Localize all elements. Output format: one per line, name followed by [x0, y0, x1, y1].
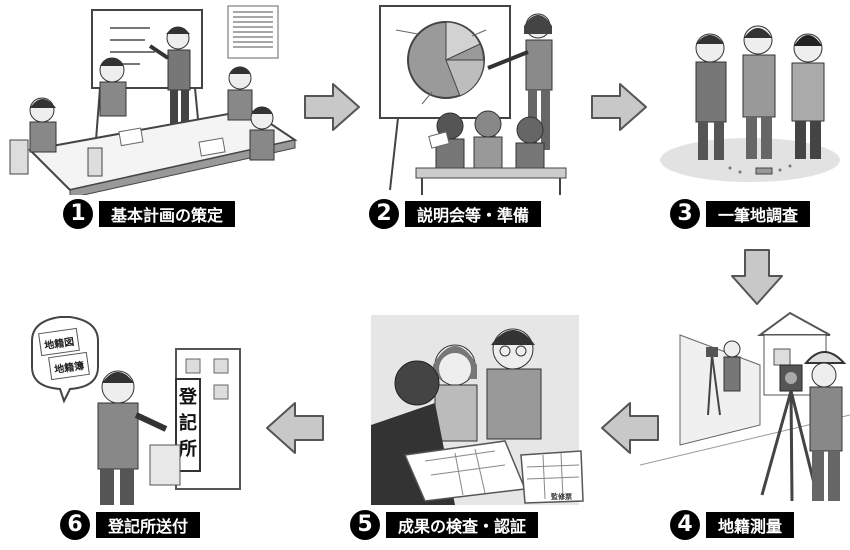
- step-4-number: 4: [670, 510, 700, 540]
- step-1-number: 1: [63, 199, 93, 229]
- step-4: 4 地籍測量: [640, 305, 850, 550]
- step-6-title: 登記所送付: [96, 512, 201, 538]
- bubble-doc-2: 地籍簿: [53, 359, 85, 376]
- step-3: 3 一筆地調査: [640, 0, 850, 240]
- sign-char-2: 記: [179, 412, 197, 434]
- step-6-label: 6 登記所送付: [60, 510, 201, 540]
- bubble-doc-1: 地籍図: [43, 335, 75, 352]
- step-3-illustration-land-inspection: [660, 25, 840, 182]
- sign-char-3: 所: [179, 439, 197, 460]
- left-arrow-icon: [266, 402, 324, 454]
- down-arrow-icon: [731, 249, 783, 305]
- step-2-number: 2: [369, 199, 399, 229]
- step-4-label: 4 地籍測量: [670, 510, 795, 540]
- step-5: 監修票 5 成果の検査・認証: [345, 305, 595, 550]
- step-2-label: 2 説明会等・準備: [369, 199, 542, 229]
- step-3-title: 一筆地調査: [706, 201, 811, 227]
- left-arrow-icon: [601, 402, 659, 454]
- step-4-title: 地籍測量: [706, 512, 795, 538]
- step-1-label: 1 基本計画の策定: [63, 199, 236, 229]
- sign-char-1: 登: [178, 386, 198, 408]
- right-arrow-icon: [304, 83, 360, 131]
- step-6: 登 記 所 地籍図 地籍簿 6 登記所送付: [0, 305, 250, 550]
- step-2-illustration-briefing: [379, 5, 567, 195]
- step-1-illustration-meeting: [9, 5, 298, 195]
- step-2: 2 説明会等・準備: [360, 0, 600, 240]
- step-5-illustration-inspection: 監修票: [371, 315, 584, 505]
- step-1-title: 基本計画の策定: [99, 201, 236, 227]
- step-6-illustration-registry-office: 登 記 所 地籍図 地籍簿: [31, 316, 241, 505]
- step-5-label: 5 成果の検査・認証: [350, 510, 539, 540]
- right-arrow-icon: [591, 83, 647, 131]
- step-1: 1 基本計画の策定: [0, 0, 300, 240]
- map-label-text: 監修票: [551, 492, 572, 501]
- step-5-number: 5: [350, 510, 380, 540]
- step-6-number: 6: [60, 510, 90, 540]
- step-2-title: 説明会等・準備: [405, 201, 542, 227]
- step-3-label: 3 一筆地調査: [670, 199, 811, 229]
- step-5-title: 成果の検査・認証: [386, 512, 539, 538]
- step-3-number: 3: [670, 199, 700, 229]
- step-4-illustration-surveying: [640, 311, 850, 502]
